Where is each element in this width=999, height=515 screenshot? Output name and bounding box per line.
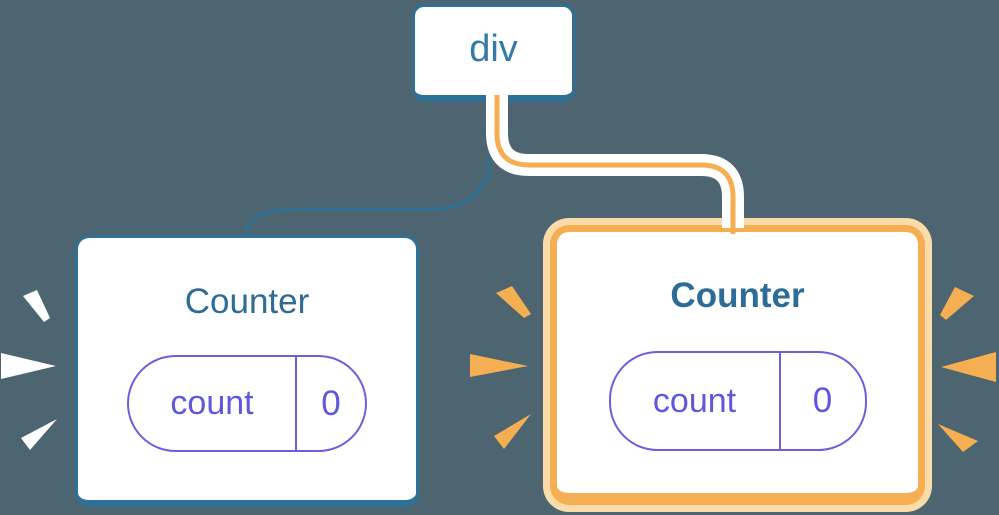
- burst-orange-left-middle: [470, 354, 528, 377]
- burst-white-top: [23, 290, 50, 322]
- counter-title: Counter: [670, 276, 805, 315]
- edge-div-to-left-counter: [244, 100, 493, 237]
- burst-orange-left-top: [496, 286, 531, 318]
- state-value: 0: [321, 383, 341, 423]
- root-node-div: div: [412, 4, 575, 102]
- counter-card-left: Counter count 0: [75, 235, 419, 507]
- root-node-label: div: [469, 28, 518, 70]
- counter-card-right: Counter count 0: [550, 225, 925, 505]
- counter-title: Counter: [184, 282, 310, 321]
- pill-divider: [295, 357, 297, 450]
- edge-div-to-right-counter: [494, 95, 736, 234]
- state-key: count: [652, 381, 737, 420]
- burst-white-middle: [1, 353, 56, 379]
- burst-white-bottom: [21, 419, 57, 450]
- pill-divider: [778, 353, 781, 449]
- state-pill: count 0: [127, 355, 367, 452]
- state-key: count: [170, 384, 254, 422]
- state-value: 0: [812, 381, 833, 420]
- edge-div-to-right-counter-casing: [486, 95, 744, 228]
- burst-orange-right-middle: [941, 352, 996, 382]
- state-pill: count 0: [608, 351, 867, 451]
- burst-orange-right-bottom: [938, 424, 978, 452]
- burst-orange-right-top: [940, 287, 974, 320]
- counter-card-right-halo: Counter count 0: [543, 218, 932, 512]
- burst-orange-left-bottom: [494, 414, 531, 449]
